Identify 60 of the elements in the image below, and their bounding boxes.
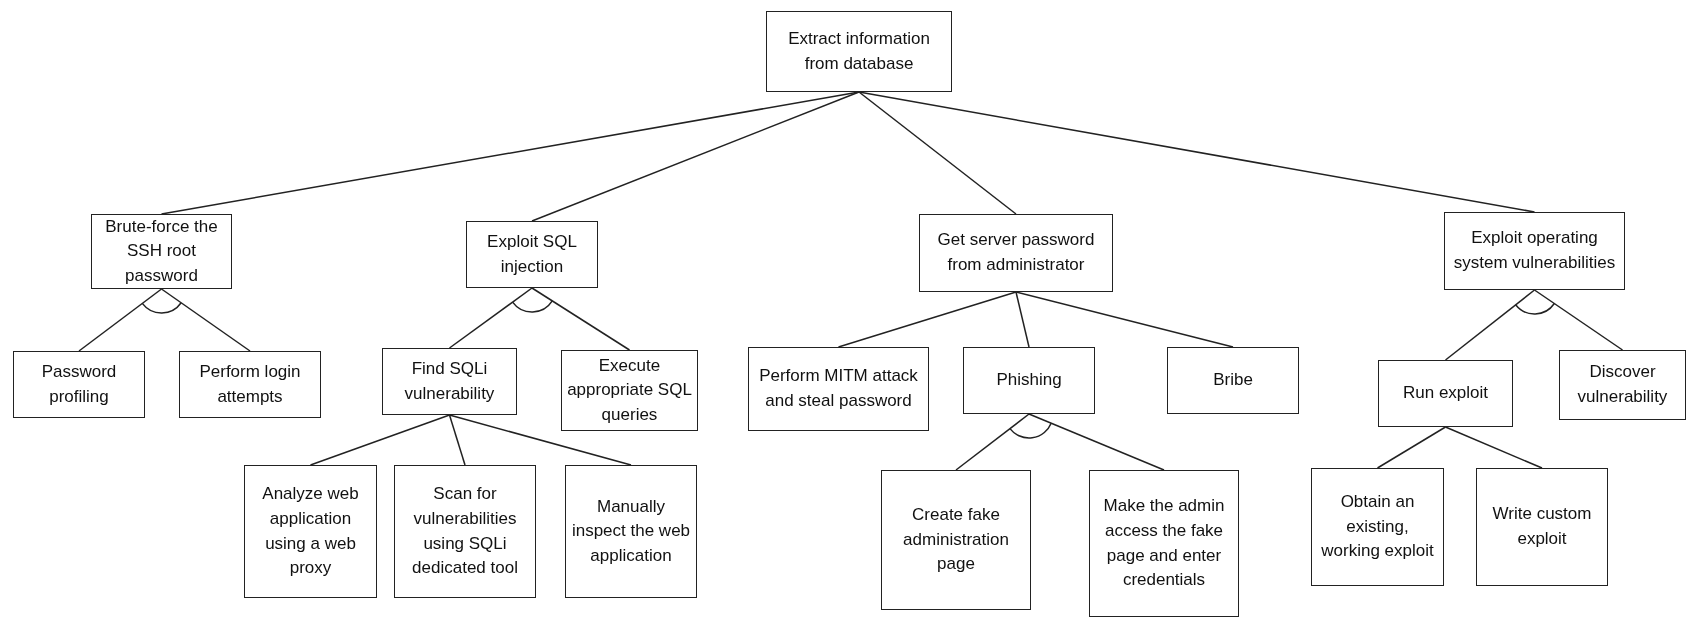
goal-text: Discover vulnerability [1576, 361, 1669, 408]
goal-box [919, 214, 1113, 292]
goal-text: Write custom exploit [1491, 503, 1593, 550]
connector-line [78, 288, 163, 352]
goal-text: Find SQLi vulnerability [403, 357, 496, 405]
connector-line [858, 91, 1017, 215]
goal-box [382, 348, 517, 415]
connector-line [1444, 289, 1536, 361]
goal-box [394, 465, 536, 598]
goal-box [91, 214, 232, 289]
goal-text: Phishing [996, 369, 1062, 392]
goal-box [1444, 212, 1625, 290]
goal-box [565, 465, 697, 598]
goal-box [244, 465, 377, 598]
goal-box [881, 470, 1031, 610]
goal-text: Brute-force the SSH root password [104, 215, 219, 287]
goal-box [466, 221, 598, 288]
connector-line [448, 287, 533, 349]
connector-line [955, 413, 1030, 471]
goal-box [748, 347, 929, 431]
goal-box [1167, 347, 1299, 414]
goal-text: Perform login attempts [198, 360, 302, 408]
goal-box [13, 351, 145, 418]
goal-text: Scan for vulnerabilities using SQLi dedicated tool [411, 483, 519, 580]
goal-box [1311, 468, 1444, 586]
connector-line [1015, 291, 1030, 348]
connector-line [837, 291, 1017, 348]
connector-line [1444, 426, 1543, 469]
connector-line [448, 414, 466, 466]
goal-box [963, 347, 1095, 414]
goal-text: Get server password from administrator [936, 229, 1096, 276]
goal-box [1559, 350, 1686, 420]
goal-text: Perform MITM attack and steal password [758, 365, 919, 412]
goal-box [1378, 360, 1513, 427]
goal-text: Extract information from database [787, 27, 931, 75]
goal-text: Bribe [1213, 369, 1253, 392]
connector-line [1028, 413, 1165, 471]
connector-line [1015, 291, 1234, 348]
goal-box [1089, 470, 1239, 617]
connector-line [1376, 426, 1447, 469]
goal-text: Run exploit [1402, 382, 1489, 405]
goal-text: Create fake administration page [902, 504, 1010, 576]
connector-line [160, 288, 251, 352]
connector-line [1533, 289, 1624, 351]
goal-text: Make the admin access the fake page and enter credentials [1102, 495, 1226, 592]
connector-line [531, 91, 860, 222]
goal-box [179, 351, 321, 418]
goal-box [766, 11, 952, 92]
connector-line [858, 91, 1536, 213]
connector-line [531, 287, 631, 351]
goal-text: Exploit operating system vulnerabilities [1452, 227, 1617, 274]
goal-text: Manually inspect the web application [570, 495, 692, 567]
goal-text: Exploit SQL injection [486, 230, 578, 278]
goal-text: Analyze web application using a web proxy [261, 483, 360, 580]
goal-box [1476, 468, 1608, 586]
goal-text: Obtain an existing, working exploit [1320, 491, 1435, 563]
connector-line [448, 414, 632, 466]
connector-line [309, 414, 451, 466]
goal-text: Execute appropriate SQL queries [566, 354, 693, 426]
goal-text: Password profiling [40, 360, 118, 408]
